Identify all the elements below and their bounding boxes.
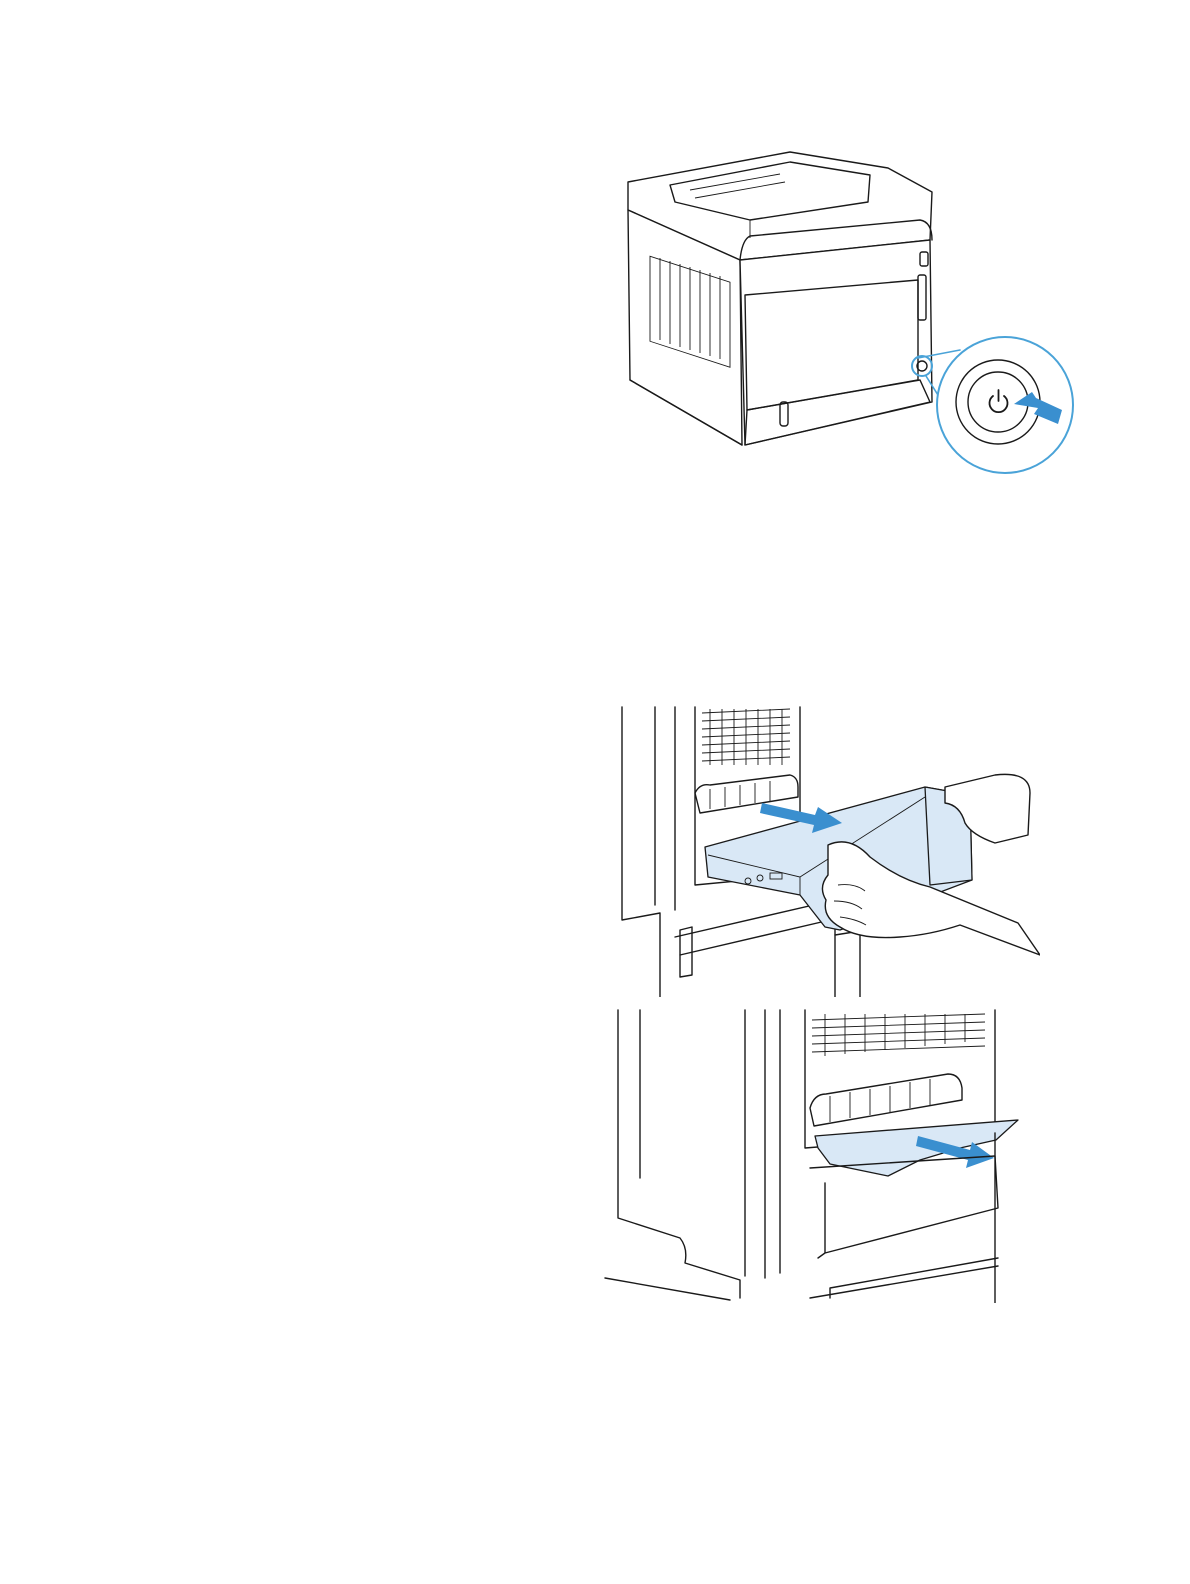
- vent-grille: [702, 709, 790, 765]
- jammed-paper-removal-illustration: [600, 1008, 1040, 1303]
- magnifier-circle: [937, 337, 1073, 473]
- printer-drawing: [600, 140, 1090, 485]
- printer-power-button-illustration: [600, 140, 1090, 485]
- vent-grille: [812, 1014, 985, 1056]
- paper-jam-drawing: [600, 1008, 1040, 1303]
- duplexer-drawing: [600, 705, 1040, 997]
- jammed-paper-sheet: [815, 1120, 1018, 1176]
- fuser-roller: [695, 775, 798, 813]
- printer-front-panel: [740, 240, 932, 445]
- duplexer-removal-illustration: [600, 705, 1040, 997]
- fuser-roller: [810, 1074, 962, 1126]
